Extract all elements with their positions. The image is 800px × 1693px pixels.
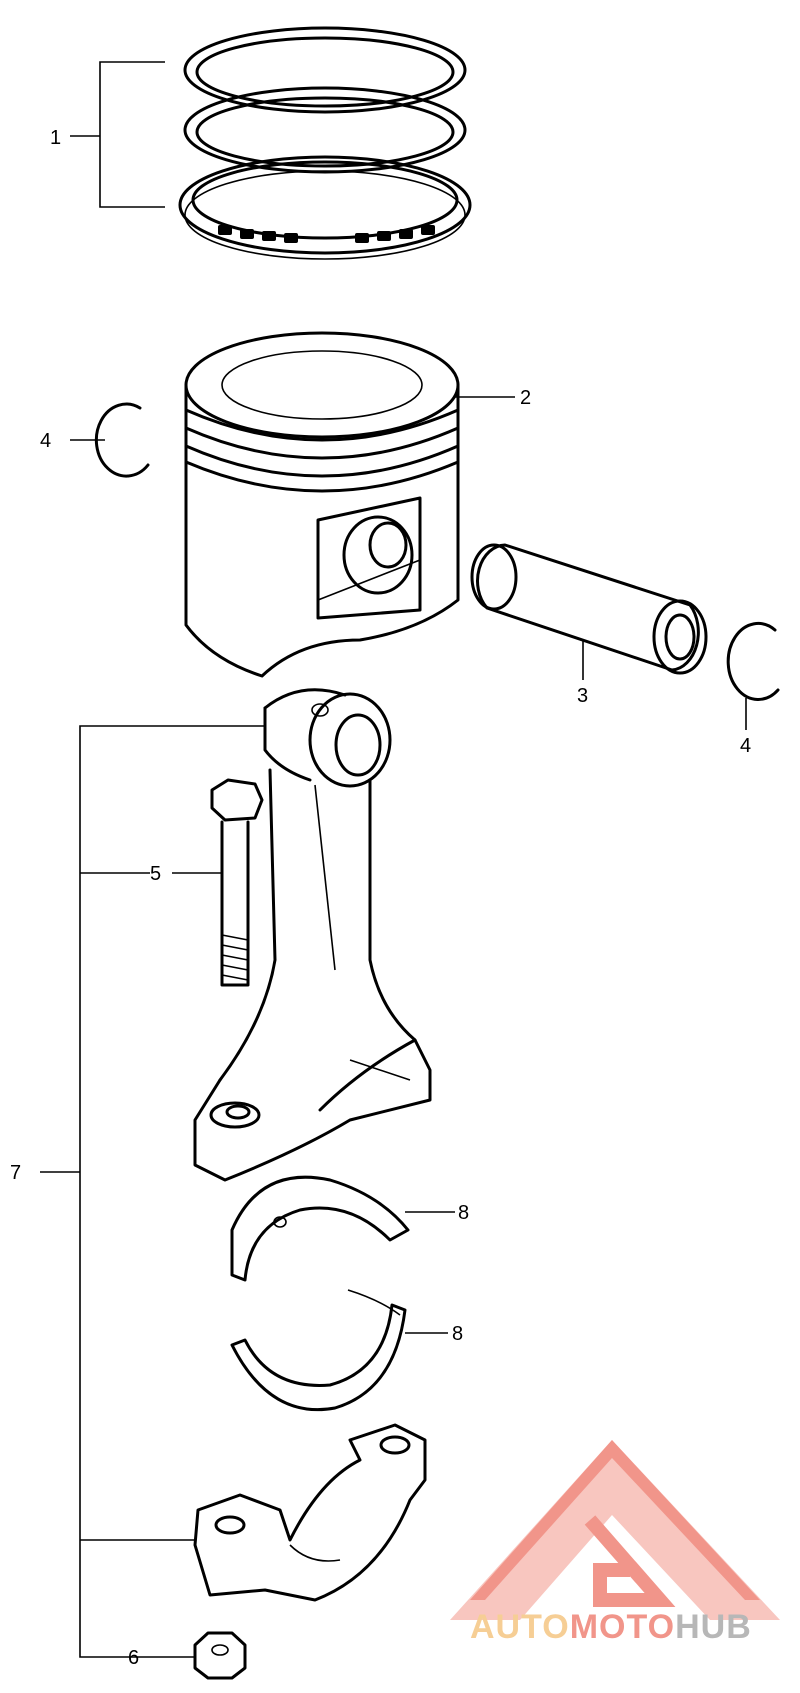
callout-4b: 4	[740, 735, 751, 757]
bearing-shell-lower	[230, 1289, 407, 1412]
oil-ring-slots	[218, 225, 435, 243]
callout-3: 3	[577, 685, 588, 707]
svg-text:AUTOMOTOHUB: AUTOMOTOHUB	[470, 1608, 752, 1646]
callout-7-bracket	[40, 725, 265, 1658]
rod-cap	[193, 1423, 427, 1602]
callout-8b: 8	[452, 1323, 463, 1345]
callout-1-leader	[70, 61, 165, 208]
callout-7: 7	[10, 1162, 21, 1184]
piston-pin	[470, 543, 708, 675]
callout-4a: 4	[40, 430, 51, 452]
piston-rings	[178, 26, 472, 260]
callout-2: 2	[520, 387, 531, 409]
callout-8a: 8	[458, 1202, 469, 1224]
rod-nut	[193, 1631, 247, 1680]
rod-bolt	[210, 778, 264, 987]
bearing-shell-upper	[230, 1175, 410, 1282]
connecting-rod	[193, 688, 432, 1182]
pin-clip-right	[726, 622, 780, 701]
logo-text-moto: MOTO	[570, 1608, 675, 1646]
pin-clip-left	[94, 402, 150, 478]
callout-5: 5	[150, 863, 161, 885]
piston	[184, 331, 460, 678]
logo-text-hub: HUB	[675, 1608, 752, 1646]
callout-1: 1	[50, 127, 61, 149]
logo-text-auto: AUTO	[470, 1608, 570, 1646]
callout-6: 6	[128, 1647, 139, 1669]
automotohub-logo: AUTOMOTOHUB	[450, 1440, 780, 1646]
